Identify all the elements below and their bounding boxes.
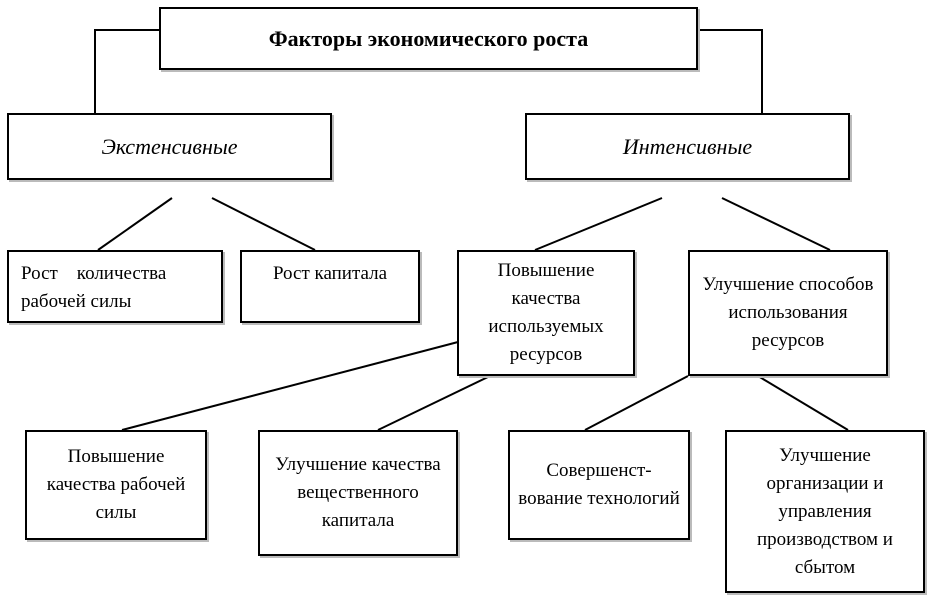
connector-extensive-labor [97, 197, 173, 251]
leaf-capital-quality: Улучшение качества вещественного капитал… [258, 430, 458, 556]
category-intensive-label: Интенсивные [622, 133, 753, 159]
category-intensive: Интенсивные [525, 113, 850, 180]
connector-title-intensive [697, 29, 763, 113]
factor-resource-methods: Улучшение способов использования ресурсо… [688, 250, 888, 376]
leaf-labor-quality-label: Повышение качества рабочей силы [46, 446, 186, 523]
connector-quality-labor [121, 341, 459, 431]
category-extensive: Экстенсивные [7, 113, 332, 180]
factor-resource-quality-label: Повышение качества используемых ресурсов [488, 260, 604, 365]
leaf-technology-label: Совершенст-вование технологий [518, 460, 680, 509]
connector-extensive-capital [211, 197, 316, 251]
connector-title-extensive [94, 29, 160, 113]
factor-labor-growth: Рост количества рабочей силы [7, 250, 223, 323]
connector-methods-technology [584, 375, 689, 431]
factor-resource-methods-label: Улучшение способов использования ресурсо… [702, 274, 874, 351]
factor-capital-growth: Рост капитала [240, 250, 420, 323]
category-extensive-label: Экстенсивные [101, 133, 238, 159]
title-box: Факторы экономического роста [159, 7, 698, 70]
connector-methods-organization [757, 375, 849, 431]
connector-intensive-quality [534, 197, 663, 251]
connector-intensive-methods [721, 197, 831, 251]
connector-quality-capital [377, 375, 491, 431]
leaf-labor-quality: Повышение качества рабочей силы [25, 430, 207, 540]
factor-capital-growth-label: Рост капитала [272, 263, 388, 284]
leaf-organization: Улучшение организации и управления произ… [725, 430, 925, 593]
leaf-technology: Совершенст-вование технологий [508, 430, 690, 540]
leaf-organization-label: Улучшение организации и управления произ… [757, 444, 893, 578]
factor-resource-quality: Повышение качества используемых ресурсов [457, 250, 635, 376]
title-text: Факторы экономического роста [268, 25, 589, 51]
factor-labor-growth-label: Рост количества рабочей силы [21, 263, 172, 312]
leaf-capital-quality-label: Улучшение качества вещественного капитал… [275, 454, 441, 531]
